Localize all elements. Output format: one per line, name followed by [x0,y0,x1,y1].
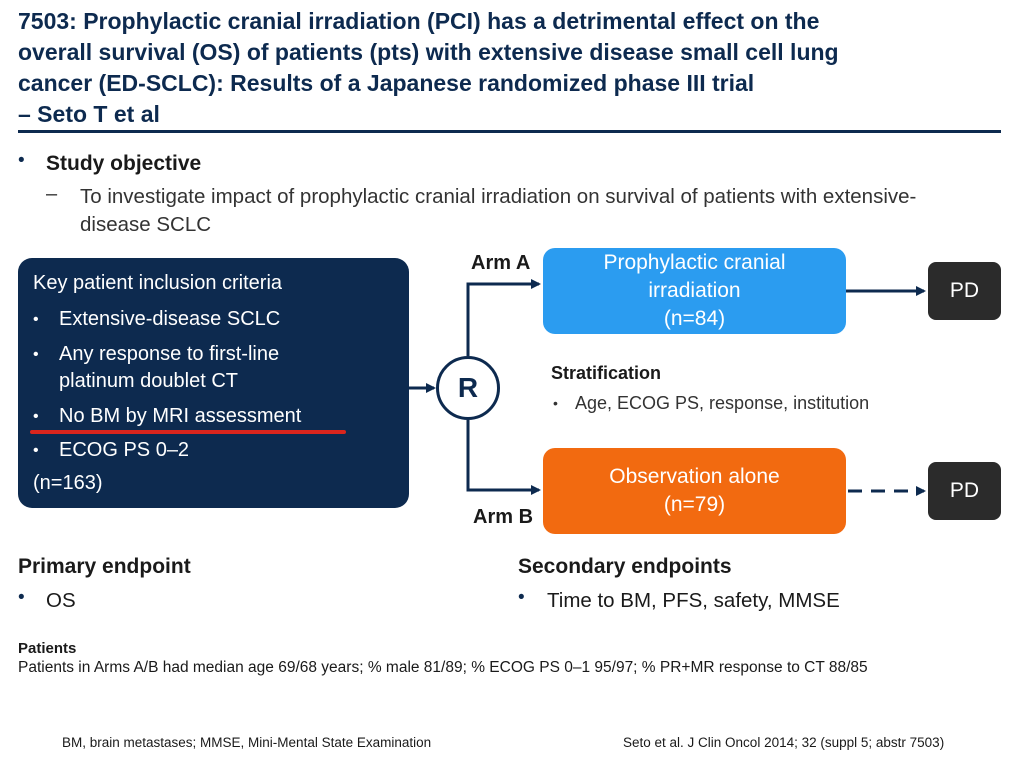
inclusion-criteria-title: Key patient inclusion criteria [33,272,283,294]
secondary-endpoints-heading: Secondary endpoints [518,555,732,578]
objective-heading: Study objective [46,152,202,175]
bullet-icon: • [518,587,525,608]
title-line-4: – Seto T et al [18,101,160,127]
title-line-3: cancer (ED-SCLC): Results of a Japanese … [18,70,755,96]
arm-a-box: Prophylactic cranial irradiation (n=84) [543,248,846,334]
bullet-icon: • [33,408,39,425]
criteria-item-text: Any response to first-line [59,343,280,365]
inclusion-criteria-box: Key patient inclusion criteria • Extensi… [18,258,409,508]
bullet-icon: • [33,346,39,363]
criteria-item-text: ECOG PS 0–2 [59,439,190,461]
bullet-icon: • [33,442,39,459]
criteria-item-text: No BM by MRI assessment [59,405,302,427]
randomization-to-arm-b-arrow [466,420,541,495]
patients-heading: Patients [18,640,77,657]
randomization-to-arm-a-arrow [466,279,541,356]
arm-b-box: Observation alone (n=79) [543,448,846,534]
arm-a-label: Arm A [471,252,531,274]
primary-endpoint-heading: Primary endpoint [18,555,191,578]
highlight-underline [30,430,346,434]
randomization-node: R [436,356,500,420]
criteria-item-text: Extensive-disease SCLC [59,308,281,330]
arm-b-line-1: Observation alone [609,465,780,488]
bullet-icon: • [33,311,39,328]
stratification-heading: Stratification [551,363,662,383]
arm-b-outcome-box: PD [928,462,1001,520]
arm-a-n: (n=84) [663,307,726,330]
criteria-item-text: platinum doublet CT [59,370,238,392]
patients-text: Patients in Arms A/B had median age 69/6… [18,659,868,676]
inclusion-n: (n=163) [33,472,103,494]
arm-a-outcome-box: PD [928,262,1001,320]
objective-bullet-icon: • [18,150,25,171]
arm-b-label: Arm B [473,506,534,528]
stratification-item: Age, ECOG PS, response, institution [575,393,870,413]
title-divider [18,130,1001,133]
bullet-icon: • [553,395,558,411]
reference-citation: Seto et al. J Clin Oncol 2014; 32 (suppl… [623,735,945,750]
secondary-endpoints-item: Time to BM, PFS, safety, MMSE [547,589,840,612]
abbreviations-footnote: BM, brain metastases; MMSE, Mini-Mental … [62,735,432,750]
arm-a-line-2: irradiation [648,279,741,302]
objective-dash-icon: – [46,183,58,205]
objective-text: To investigate impact of prophylactic cr… [80,185,917,236]
title-line-2: overall survival (OS) of patients (pts) … [18,39,839,65]
primary-endpoint-item: OS [46,589,76,612]
slide-title: 7503: Prophylactic cranial irradiation (… [18,6,1008,130]
title-line-1: 7503: Prophylactic cranial irradiation (… [18,8,820,34]
arm-b-n: (n=79) [663,493,726,516]
arm-a-line-1: Prophylactic cranial [603,251,786,274]
bullet-icon: • [18,587,25,608]
